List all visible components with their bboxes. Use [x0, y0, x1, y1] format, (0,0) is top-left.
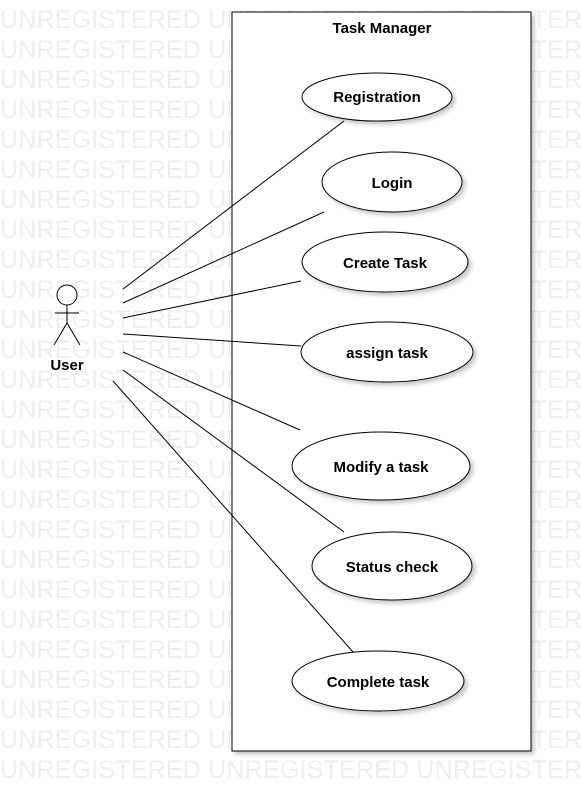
actor-head [56, 284, 78, 306]
use-case-label: Create Task [343, 255, 428, 272]
use-case-label: Modify a task [333, 459, 429, 476]
use-case-label: Registration [333, 89, 421, 106]
use-case-create-task[interactable]: Create Task [301, 231, 469, 293]
use-case-complete-task[interactable]: Complete task [291, 650, 465, 712]
use-case-assign-task[interactable]: assign task [300, 321, 474, 383]
use-case-label: Status check [346, 559, 439, 576]
association-line-login[interactable] [122, 211, 325, 304]
actor-left-leg [53, 322, 68, 346]
use-case-label: Complete task [327, 674, 430, 691]
actor-label: User [50, 357, 84, 374]
association-line-assign-task[interactable] [122, 333, 302, 347]
association-line-create-task[interactable] [122, 280, 302, 319]
association-line-registration[interactable] [122, 120, 345, 290]
use-case-label: assign task [346, 345, 428, 362]
actor-user[interactable] [53, 284, 81, 346]
actor-right-leg [66, 322, 81, 346]
association-line-complete-task[interactable] [112, 380, 354, 653]
use-case-label: Login [372, 175, 413, 192]
association-line-status-check[interactable] [122, 369, 345, 533]
use-case-status-check[interactable]: Status check [311, 531, 473, 601]
use-case-login[interactable]: Login [321, 151, 463, 213]
use-case-registration[interactable]: Registration [301, 72, 453, 122]
system-title: Task Manager [333, 20, 432, 37]
use-case-modify-task[interactable]: Modify a task [291, 431, 471, 501]
associations [112, 120, 354, 653]
association-line-modify-task[interactable] [122, 351, 301, 431]
